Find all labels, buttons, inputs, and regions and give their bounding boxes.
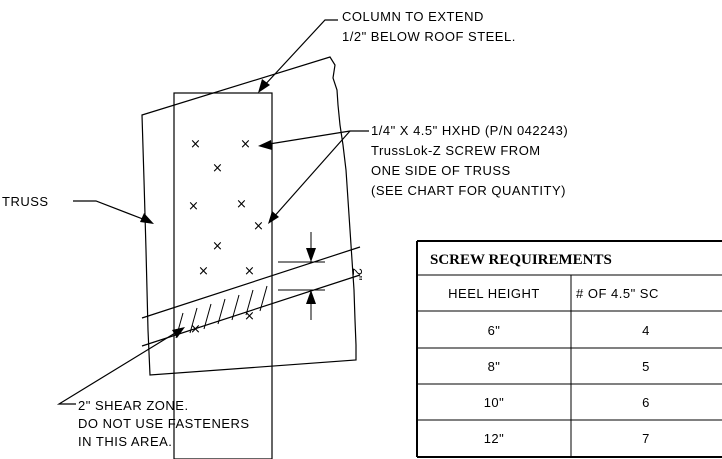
leader-screw-b <box>271 130 351 220</box>
screw-note-line3: ONE SIDE OF TRUSS <box>371 163 511 178</box>
shear-note-line2: DO NOT USE FASTENERS <box>78 416 250 431</box>
arrow-screw-b <box>268 211 279 224</box>
column-note-line2: 1/2" BELOW ROOF STEEL. <box>342 29 516 44</box>
arrow-shear <box>172 327 185 338</box>
dimension-label: 2" <box>350 268 365 281</box>
screw-mark: × <box>244 309 255 324</box>
truss-label: TRUSS <box>2 194 49 209</box>
screw-mark: × <box>253 219 264 234</box>
table-header-screw-count: # OF 4.5" SC <box>576 286 659 301</box>
screw-note-line1: 1/4" X 4.5" HXHD (P/N 042243) <box>371 123 568 138</box>
leader-shear <box>56 329 181 405</box>
leader-screw-a <box>262 130 351 146</box>
screw-mark: × <box>188 199 199 214</box>
arrow-column <box>258 79 270 93</box>
screw-mark: × <box>198 264 209 279</box>
screw-mark: × <box>190 137 201 152</box>
shear-line-top <box>141 246 361 319</box>
table-cell-height: 6" <box>488 323 501 338</box>
arrow-truss <box>140 213 154 224</box>
screw-note-line4: (SEE CHART FOR QUANTITY) <box>371 183 566 198</box>
table-cell-height: 8" <box>488 359 501 374</box>
leader-truss <box>73 200 149 222</box>
screw-note-line2: TrussLok-Z SCREW FROM <box>371 143 541 158</box>
table-cell-qty: 7 <box>642 431 650 446</box>
screw-marks: × × × × × × × × × × × <box>188 137 264 337</box>
column-outline <box>173 92 273 459</box>
dimension-2in: 2" <box>278 232 365 320</box>
screw-mark: × <box>236 197 247 212</box>
truss-outline <box>141 56 357 376</box>
table-cell-qty: 4 <box>642 323 650 338</box>
screw-mark: × <box>190 322 201 337</box>
table-header-heel-height: HEEL HEIGHT <box>448 286 540 301</box>
leader-column <box>261 19 338 89</box>
shear-note-line3: IN THIS AREA. <box>78 434 172 449</box>
table-cell-qty: 5 <box>642 359 650 374</box>
table-cell-height: 10" <box>484 395 505 410</box>
table-title: SCREW REQUIREMENTS <box>430 252 612 268</box>
screw-requirements-table: SCREW REQUIREMENTS HEEL HEIGHT # OF 4.5"… <box>416 240 722 458</box>
arrow-screw-a <box>258 140 272 150</box>
shear-note-line1: 2" SHEAR ZONE. <box>78 398 189 413</box>
screw-mark: × <box>244 264 255 279</box>
screw-mark: × <box>212 161 223 176</box>
screw-mark: × <box>212 239 223 254</box>
screw-mark: × <box>240 137 251 152</box>
table-cell-qty: 6 <box>642 395 650 410</box>
column-note-line1: COLUMN TO EXTEND <box>342 9 484 24</box>
table-cell-height: 12" <box>484 431 505 446</box>
